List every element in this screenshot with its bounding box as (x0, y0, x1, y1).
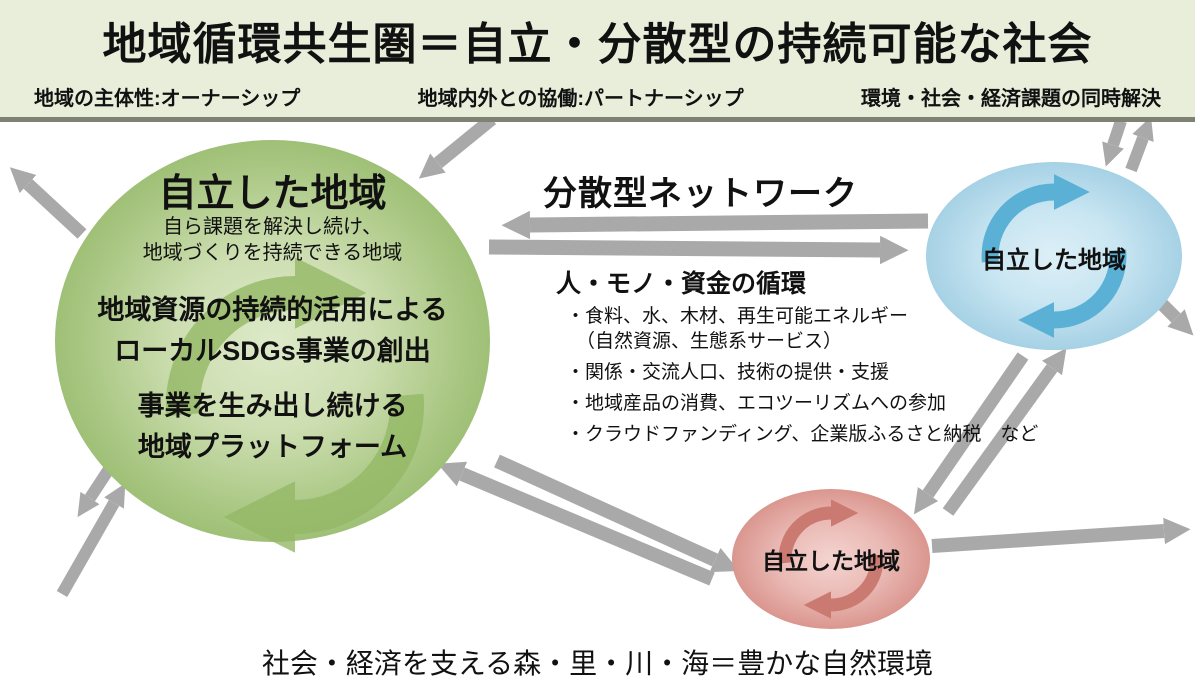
green-region-description: 自ら課題を解決し続け、 地域づくりを持続できる地域 (55, 214, 490, 266)
bullet-item: ・地域産品の消費、エコツーリズムへの参加 (566, 393, 947, 414)
arrow-pink-to-blue (942, 347, 1067, 516)
block-line: ローカルSDGs事業の創出 (114, 336, 431, 366)
green-region-title: 自立した地域 (158, 173, 387, 215)
pink-region-label: 自立した地域 (762, 548, 900, 574)
arrow-green-to-blue (488, 235, 909, 265)
bullet-item: ・クラウドファンディング、企業版ふるさと納税 など (566, 424, 1039, 445)
pink-cycle-icon (778, 499, 884, 619)
block-line: 地域プラットフォーム (137, 432, 408, 462)
arrow-pink-to-green (437, 461, 715, 586)
circulation-bullet-list: ・食料、水、木材、再生可能エネルギー （自然資源、生態系サービス） ・関係・交流… (566, 304, 1038, 447)
bullet-item-continuation: （自然資源、生態系サービス） (576, 331, 843, 352)
bullet-item: ・食料、水、木材、再生可能エネルギー (566, 306, 909, 327)
description-line: 地域づくりを持続できる地域 (142, 242, 403, 264)
network-title: 分散型ネットワーク (543, 175, 858, 213)
green-cycle-icon (165, 257, 425, 553)
description-line: 自ら課題を解決し続け、 (163, 216, 382, 238)
header-band: 地域循環共生圏＝自立・分散型の持続可能な社会 地域の主体性:オーナーシップ 地域… (0, 0, 1195, 117)
footer-text: 社会・経済を支える森・里・川・海＝豊かな自然環境 (261, 648, 934, 679)
arrow-blue-to-green (501, 210, 929, 240)
blue-region-label: 自立した地域 (982, 247, 1126, 274)
arrow-top-left (9, 167, 87, 239)
arrow-pink-to-right (931, 517, 1191, 553)
blue-region-ellipse: 自立した地域 (926, 162, 1182, 350)
keyword-simultaneous-solution: 環境・社会・経済課題の同時解決 (860, 88, 1161, 110)
arrow-into-blue-top (1102, 119, 1127, 167)
circulation-subheading: 人・モノ・資金の循環 (556, 270, 807, 298)
arrow-blue-to-pink (913, 352, 1029, 515)
arrow-green-to-pink (494, 454, 740, 573)
block-line: 地域資源の持続的活用による (97, 295, 448, 325)
bullet-item: ・関係・交流人口、技術の提供・支援 (566, 362, 890, 383)
keyword-ownership: 地域の主体性:オーナーシップ (34, 88, 301, 110)
arrow-green-top (418, 113, 497, 179)
block-line: 事業を生み出し続ける (137, 391, 408, 421)
pink-region-ellipse: 自立した地域 (732, 489, 930, 629)
arrow-out-green-bottom (77, 465, 115, 518)
green-region-ellipse: 自立した地域 自ら課題を解決し続け、 地域づくりを持続できる地域 地域資源の持続… (55, 140, 490, 553)
green-region-platform-block: 事業を生み出し続ける 地域プラットフォーム (55, 386, 490, 468)
arrow-into-green-bottom (56, 483, 126, 597)
blue-cycle-icon (981, 174, 1127, 338)
keyword-partnership: 地域内外との協働:パートナーシップ (417, 88, 744, 110)
arrow-out-blue-top (1125, 116, 1154, 173)
green-region-sdgs-block: 地域資源の持続的活用による ローカルSDGs事業の創出 (55, 290, 490, 372)
page-title: 地域循環共生圏＝自立・分散型の持続可能な社会 (102, 20, 1093, 69)
keyword-row: 地域の主体性:オーナーシップ 地域内外との協働:パートナーシップ 環境・社会・経… (0, 82, 1195, 111)
header-divider (0, 117, 1195, 122)
